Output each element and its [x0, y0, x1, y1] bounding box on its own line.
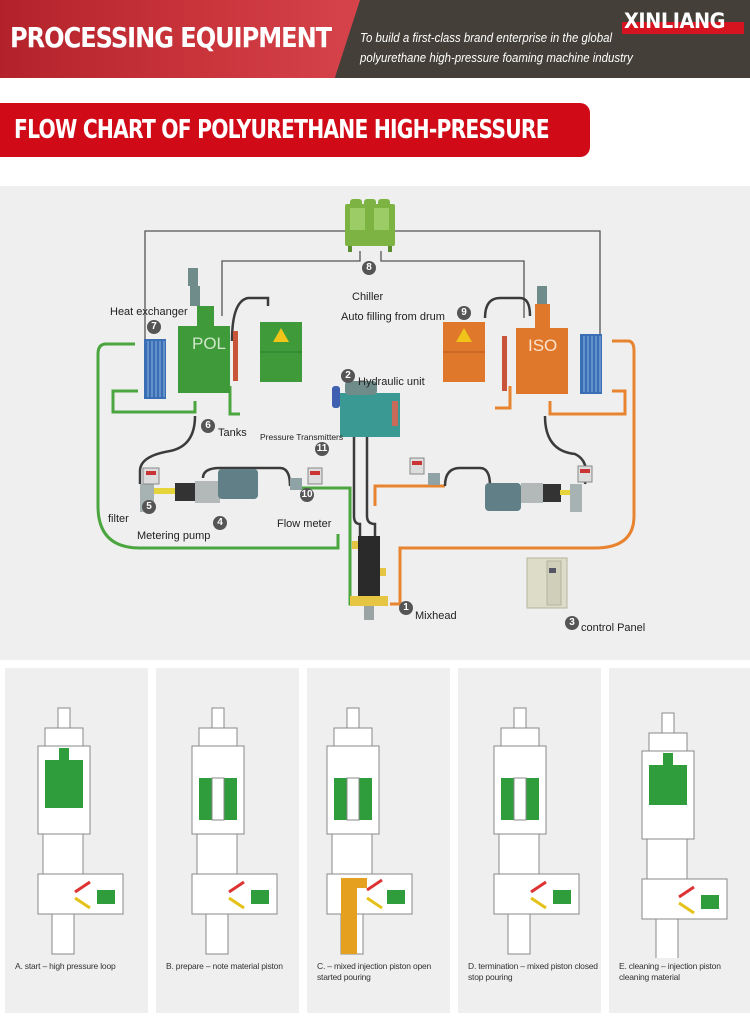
badge-11: 11 [315, 442, 329, 456]
label-iso-tank: ISO [528, 336, 558, 355]
stage-panel-a: A. start – high pressure loop [5, 668, 148, 1013]
stage-panel-c: C. – mixed injection piston open started… [307, 668, 450, 1013]
logo-text: XINLIANG [624, 9, 726, 33]
flow-meter-right-icon [409, 457, 440, 485]
heat-exchanger-right-icon [580, 334, 602, 394]
badge-4: 4 [213, 516, 227, 530]
tagline-line-1: To build a first-class brand enterprise … [360, 30, 613, 45]
stage-panel-e: E. cleaning – injection piston cleaning … [609, 668, 750, 1013]
pol-pipes [96, 342, 358, 606]
badge-1: 1 [399, 601, 413, 615]
header-tagline: To build a first-class brand enterprise … [360, 28, 633, 68]
metering-pump-right-icon [485, 483, 561, 511]
mixhead-diagram-e [641, 712, 728, 958]
pol-return-pipe [96, 342, 340, 550]
brand-logo: XINLIANG [622, 8, 744, 34]
piston-chamber-green [45, 760, 83, 808]
stage-caption-d: D. termination – mixed piston closed sto… [468, 961, 598, 982]
stage-caption-a: A. start – high pressure loop [15, 961, 116, 971]
flow-chart: Heat exchanger 7 8 Chiller Auto filling … [0, 186, 750, 660]
stage-caption-e: E. cleaning – injection piston cleaning … [619, 961, 721, 982]
logo-underline [622, 22, 744, 34]
iso-drum-icon [443, 322, 485, 382]
metering-pump-left-icon [175, 469, 258, 503]
label-pol-tank: POL [192, 334, 227, 353]
pol-tank-icon [178, 268, 238, 393]
section-title: FLOW CHART OF POLYURETHANE HIGH-PRESSURE [14, 115, 550, 145]
flow-chart-drawing [96, 199, 636, 620]
chiller-line-left-inner [221, 251, 361, 316]
badge-7: 7 [147, 320, 161, 334]
label-mixhead: Mixhead [415, 610, 457, 622]
stage-caption-c: C. – mixed injection piston open started… [317, 961, 432, 982]
header-banner: PROCESSING EQUIPMENT To build a first-cl… [0, 0, 750, 78]
label-heat-exchanger: Heat exchanger [110, 306, 188, 318]
badge-6: 6 [201, 419, 215, 433]
badge-9: 9 [457, 306, 471, 320]
stage-panel-b: B. prepare – note material piston [156, 668, 299, 1013]
mixhead-diagram-c [326, 707, 413, 955]
filter-right-icon [560, 484, 582, 512]
chiller-line-right-outer [395, 230, 601, 336]
pressure-gauge-left-icon [142, 467, 160, 485]
label-chiller: Chiller [352, 291, 384, 303]
label-flow-meter: Flow meter [277, 518, 332, 530]
pressure-gauge-right-icon [577, 465, 593, 483]
iso-return-pipe [390, 339, 636, 606]
tagline-line-2: polyurethane high-pressure foaming machi… [360, 50, 633, 65]
badge-8: 8 [362, 261, 376, 275]
iso-tank-icon [502, 286, 568, 394]
pol-heat-exchanger-pipe [111, 389, 197, 414]
stage-caption-b: B. prepare – note material piston [166, 961, 283, 971]
mixhead-icon [350, 536, 388, 620]
control-panel-icon [526, 557, 568, 609]
heat-exchanger-left-icon [144, 339, 166, 399]
label-control-panel: control Panel [581, 622, 646, 634]
iso-feed-pipe [373, 484, 445, 506]
section-title-bar: FLOW CHART OF POLYURETHANE HIGH-PRESSURE [0, 103, 590, 157]
chiller-line-left-outer [144, 230, 345, 341]
mixhead-diagram-a [37, 707, 124, 955]
label-tanks: Tanks [218, 427, 247, 439]
header-red-band [0, 0, 360, 78]
label-filter: filter [108, 513, 129, 525]
pol-feed-pipe [294, 486, 358, 606]
header-dark-band [330, 0, 750, 78]
mixhead-diagram-b [191, 707, 278, 955]
pol-drum-icon [260, 322, 302, 382]
mixhead-diagram-d [493, 707, 580, 955]
iso-heat-exchanger-pipe [548, 389, 627, 416]
chiller-line-right-inner [380, 251, 525, 318]
badge-2: 2 [341, 369, 355, 383]
badge-3: 3 [565, 616, 579, 630]
stage-panel-d: D. termination – mixed piston closed sto… [458, 668, 601, 1013]
chiller-icon [345, 199, 395, 252]
label-metering-pump: Metering pump [137, 530, 211, 542]
header-title: PROCESSING EQUIPMENT [10, 21, 332, 54]
label-auto-filling: Auto filling from drum [341, 311, 445, 323]
label-pressure-transmitters: Pressure Transmitters [260, 432, 344, 442]
chiller-lines [144, 230, 601, 341]
iso-pipes [373, 339, 636, 606]
badge-10: 10 [300, 488, 314, 502]
label-hydraulic-unit: Hydraulic unit [358, 376, 425, 388]
flow-meter-left-icon [290, 467, 323, 490]
badge-5: 5 [142, 500, 156, 514]
hydraulic-unit-icon [332, 381, 400, 437]
